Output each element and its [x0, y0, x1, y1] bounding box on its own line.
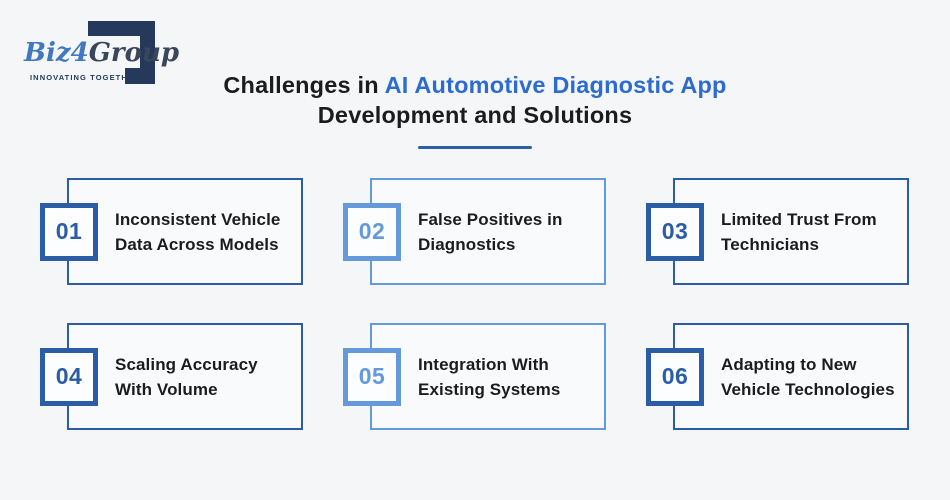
- card-number: 03: [661, 218, 689, 244]
- card-title-line2: Data Across Models: [115, 234, 279, 254]
- title-prefix: Challenges in: [223, 72, 385, 98]
- challenges-grid: 01 Inconsistent Vehicle Data Across Mode…: [40, 178, 909, 430]
- card-title-line2: Diagnostics: [418, 234, 516, 254]
- logo-word-biz: Biz: [24, 38, 71, 68]
- card-title: Limited Trust From Technicians: [675, 207, 883, 257]
- title-underline: [418, 146, 532, 149]
- challenge-card-04: 04 Scaling Accuracy With Volume: [40, 323, 303, 430]
- page-title: Challenges in AI Automotive Diagnostic A…: [0, 70, 950, 149]
- title-line-2: Development and Solutions: [317, 102, 633, 128]
- card-title-line1: Integration With: [418, 354, 549, 374]
- logo-word-4: 4: [70, 38, 89, 68]
- card-number: 02: [358, 218, 386, 244]
- title-line-1: Challenges in AI Automotive Diagnostic A…: [0, 70, 950, 100]
- card-title-line2: Existing Systems: [418, 379, 561, 399]
- biz4group-logo: Biz4Group INNOVATING TOGETHER: [0, 0, 220, 110]
- card-title: Inconsistent Vehicle Data Across Models: [69, 207, 286, 257]
- card-number: 05: [358, 363, 386, 389]
- challenge-card-06: 06 Adapting to New Vehicle Technologies: [646, 323, 909, 430]
- challenge-card-05: 05 Integration With Existing Systems: [343, 323, 606, 430]
- card-title-line2: With Volume: [115, 379, 218, 399]
- card-title-line1: Limited Trust From: [721, 209, 877, 229]
- title-highlight: AI Automotive Diagnostic App: [384, 72, 727, 98]
- card-title: Scaling Accuracy With Volume: [69, 352, 264, 402]
- card-title: Adapting to New Vehicle Technologies: [675, 352, 901, 402]
- card-number-badge: 03: [646, 202, 704, 261]
- card-number: 04: [55, 363, 83, 389]
- card-title-line1: Inconsistent Vehicle: [115, 209, 281, 229]
- challenge-card-03: 03 Limited Trust From Technicians: [646, 178, 909, 285]
- logo-wordmark: Biz4Group: [24, 38, 179, 68]
- challenge-card-02: 02 False Positives in Diagnostics: [343, 178, 606, 285]
- logo-bracket-icon: [88, 21, 155, 84]
- card-title-line2: Vehicle Technologies: [721, 379, 895, 399]
- logo-word-group: Group: [88, 38, 180, 68]
- card-number: 01: [55, 218, 83, 244]
- card-title: Integration With Existing Systems: [372, 352, 566, 402]
- logo-tagline: INNOVATING TOGETHER: [30, 73, 141, 82]
- card-title: False Positives in Diagnostics: [372, 207, 568, 257]
- card-title-line1: Scaling Accuracy: [115, 354, 258, 374]
- card-number-badge: 02: [343, 202, 401, 261]
- card-title-line2: Technicians: [721, 234, 820, 254]
- card-number-badge: 01: [40, 202, 98, 261]
- card-title-line1: False Positives in: [418, 209, 563, 229]
- card-number-badge: 05: [343, 347, 401, 406]
- card-title-line1: Adapting to New: [721, 354, 857, 374]
- card-number-badge: 04: [40, 347, 98, 406]
- challenge-card-01: 01 Inconsistent Vehicle Data Across Mode…: [40, 178, 303, 285]
- card-number: 06: [661, 363, 689, 389]
- card-number-badge: 06: [646, 347, 704, 406]
